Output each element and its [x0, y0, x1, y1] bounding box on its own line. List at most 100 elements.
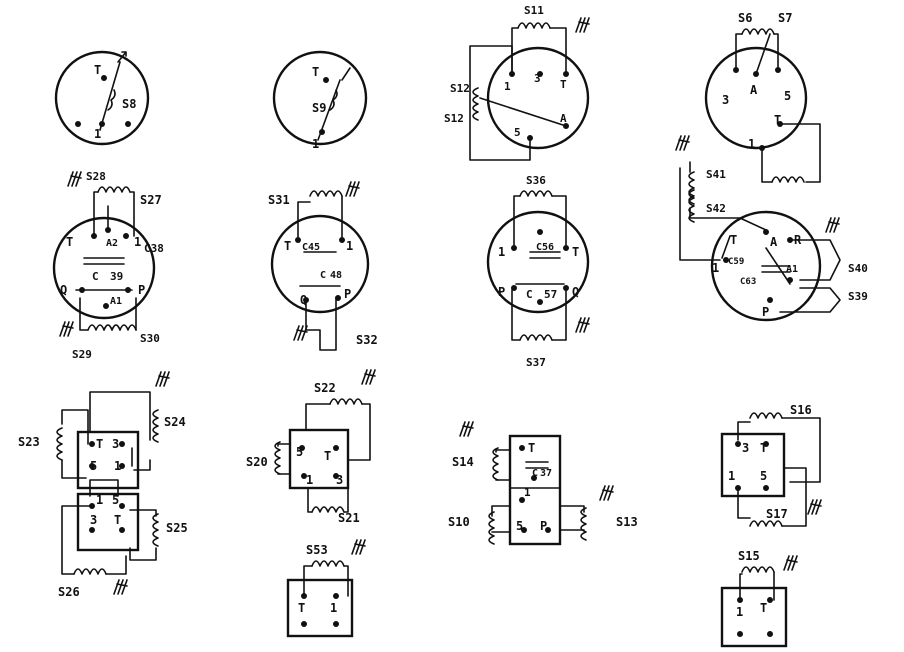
- label-s32: S32: [356, 333, 378, 347]
- svg-text:A1: A1: [110, 296, 122, 307]
- label-s10: S10: [448, 515, 470, 529]
- terminal-1: 1: [94, 127, 101, 141]
- label-s26: S26: [58, 585, 80, 599]
- svg-text:C59: C59: [728, 257, 744, 267]
- svg-text:1: 1: [728, 469, 735, 483]
- label-s31: S31: [268, 193, 290, 207]
- label-s24: S24: [164, 415, 186, 429]
- svg-text:T: T: [774, 113, 781, 127]
- svg-text:A: A: [560, 112, 567, 125]
- svg-text:5: 5: [514, 126, 521, 139]
- label-s20: S20: [246, 455, 268, 469]
- svg-text:5: 5: [516, 519, 523, 533]
- svg-text:T: T: [730, 233, 737, 247]
- svg-text:C56: C56: [536, 242, 554, 253]
- svg-text:T: T: [760, 601, 767, 615]
- svg-text:5: 5: [760, 469, 767, 483]
- svg-text:T: T: [560, 78, 567, 91]
- svg-text:C: C: [92, 270, 99, 283]
- svg-text:P: P: [498, 285, 505, 299]
- label-s39: S39: [848, 290, 868, 303]
- svg-text:1: 1: [306, 473, 313, 487]
- svg-text:37: 37: [540, 468, 552, 479]
- svg-text:5: 5: [784, 89, 791, 103]
- switch-s31-s32: T C45 1 C 48 Q P S31 S32: [268, 181, 378, 351]
- svg-text:T: T: [114, 513, 121, 527]
- svg-text:Q: Q: [300, 293, 307, 307]
- svg-text:T: T: [66, 235, 73, 249]
- svg-text:A: A: [770, 235, 778, 249]
- svg-text:A: A: [750, 83, 758, 97]
- svg-text:3: 3: [336, 473, 343, 487]
- svg-text:T: T: [760, 441, 767, 455]
- svg-text:3: 3: [534, 72, 541, 85]
- svg-text:A2: A2: [106, 238, 118, 249]
- svg-text:1: 1: [114, 459, 121, 473]
- label-s9: S9: [312, 101, 326, 115]
- label-s29: S29: [72, 348, 92, 361]
- svg-text:5: 5: [112, 493, 119, 507]
- svg-text:T: T: [324, 449, 331, 463]
- label-s30: S30: [140, 332, 160, 345]
- svg-text:C63: C63: [740, 277, 756, 287]
- switch-body: [54, 50, 150, 146]
- svg-text:1: 1: [504, 80, 511, 93]
- svg-text:P: P: [762, 305, 769, 319]
- svg-text:C45: C45: [302, 242, 320, 253]
- label-s8: S8: [122, 97, 136, 111]
- label-s12b: S12: [444, 112, 464, 125]
- terminal-1: 1: [312, 137, 319, 151]
- svg-text:T: T: [298, 601, 305, 615]
- label-s42: S42: [706, 202, 726, 215]
- switch-s39-s42: T A R 1 C59 A1 C63 P S41 S42 S40 S39: [675, 135, 868, 322]
- svg-text:48: 48: [330, 270, 342, 281]
- svg-text:T: T: [528, 441, 535, 455]
- label-s6: S6: [738, 11, 752, 25]
- label-s37: S37: [526, 356, 546, 369]
- svg-text:1: 1: [748, 137, 755, 151]
- svg-text:5: 5: [296, 445, 303, 459]
- label-s13: S13: [616, 515, 638, 529]
- switch-s36-s37: 1 C56 T P C 57 Q S36 S37: [486, 174, 590, 369]
- switch-s10-s14: T C 37 1 5 P S14 S10 S13: [448, 421, 638, 546]
- svg-text:3: 3: [742, 441, 749, 455]
- svg-text:T: T: [284, 239, 291, 253]
- switch-s6-s7: 3 A 5 T 1 S6 S7: [704, 11, 821, 183]
- label-s7: S7: [778, 11, 792, 25]
- label-s41: S41: [706, 168, 726, 181]
- switch-s8: T 1 S8: [54, 50, 150, 146]
- label-s53: S53: [306, 543, 328, 557]
- switch-s16-s17: 3 T 1 5 S16 S17: [720, 403, 822, 527]
- svg-text:3: 3: [722, 93, 729, 107]
- switch-s15: 1 T S15: [720, 549, 798, 648]
- svg-text:C: C: [532, 468, 538, 479]
- svg-text:T: T: [96, 437, 103, 451]
- label-s11: S11: [524, 4, 544, 17]
- switch-s20-s22: 5 T 1 3 S22 S20 S21: [246, 369, 376, 525]
- svg-text:1: 1: [524, 486, 531, 499]
- svg-text:1: 1: [330, 601, 337, 615]
- label-c38: C38: [144, 242, 164, 255]
- svg-text:5: 5: [90, 459, 97, 473]
- svg-text:3: 3: [90, 513, 97, 527]
- label-s12: S12: [450, 82, 470, 95]
- svg-text:57: 57: [544, 288, 557, 301]
- label-s27: S27: [140, 193, 162, 207]
- label-s17: S17: [766, 507, 788, 521]
- svg-text:1: 1: [96, 493, 103, 507]
- label-s28: S28: [86, 170, 106, 183]
- svg-text:1: 1: [134, 235, 141, 249]
- svg-text:3: 3: [112, 437, 119, 451]
- svg-text:P: P: [138, 283, 145, 297]
- svg-text:C: C: [320, 270, 326, 281]
- svg-text:C: C: [526, 288, 533, 301]
- svg-text:1: 1: [346, 239, 353, 253]
- switch-s53: T 1 S53: [286, 539, 366, 638]
- label-s16: S16: [790, 403, 812, 417]
- svg-text:1: 1: [736, 605, 743, 619]
- label-s15: S15: [738, 549, 760, 563]
- svg-text:P: P: [344, 287, 351, 301]
- label-s25: S25: [166, 521, 188, 535]
- label-s21: S21: [338, 511, 360, 525]
